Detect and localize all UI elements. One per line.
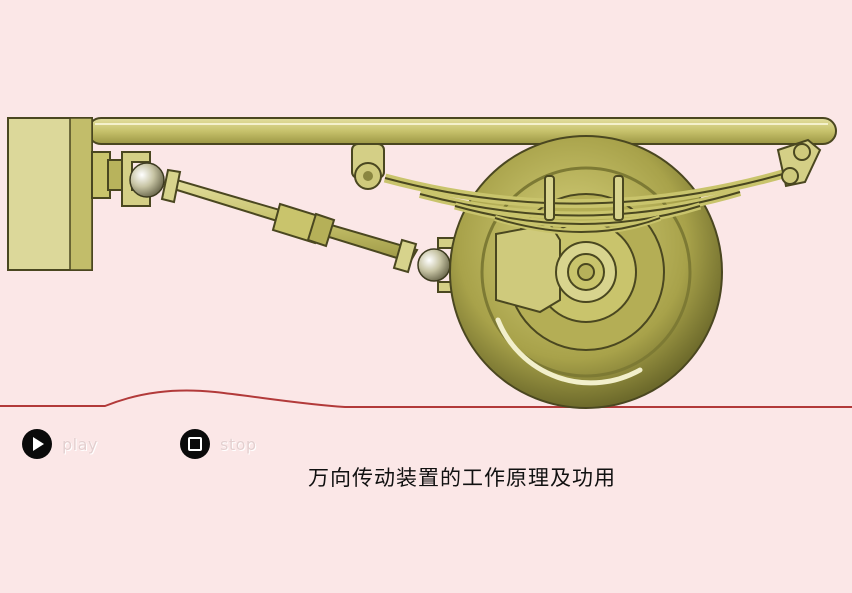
leaf-spring [383, 167, 792, 235]
rear-universal-joint-ball [417, 248, 451, 282]
frame-rail [87, 117, 837, 145]
front-universal-joint-ball [129, 162, 165, 198]
play-icon [22, 429, 52, 459]
transmission-housing [7, 117, 93, 271]
play-label: play [62, 434, 98, 454]
front-spring-hanger [351, 143, 385, 190]
drive-shaft [160, 168, 419, 274]
play-button[interactable]: play [22, 429, 98, 459]
u-bolts [544, 175, 624, 221]
rear-axle-housing [495, 222, 617, 314]
stop-label: stop [220, 434, 257, 454]
diagram-caption: 万向传动装置的工作原理及功用 [308, 466, 616, 490]
rear-spring-shackle [776, 138, 822, 188]
road-surface-line [0, 389, 852, 408]
stop-button[interactable]: stop [180, 429, 257, 459]
stop-icon [180, 429, 210, 459]
